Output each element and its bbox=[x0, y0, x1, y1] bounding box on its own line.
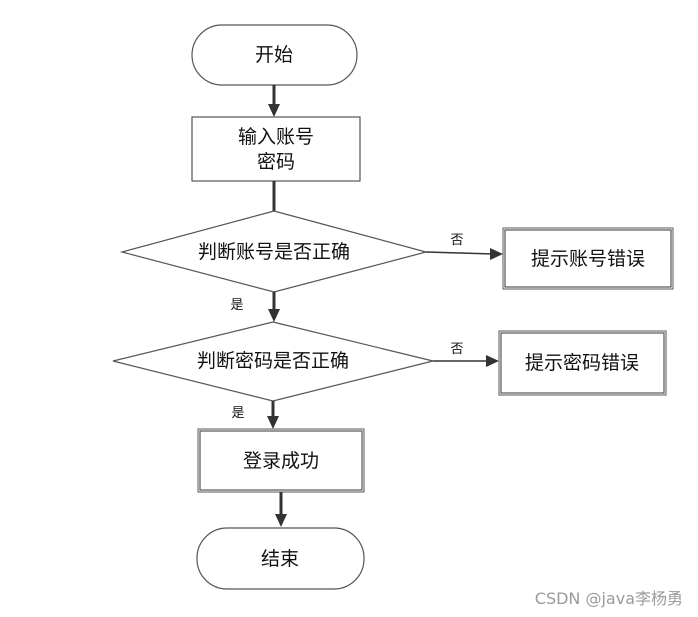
arrow-success-to-end bbox=[275, 492, 287, 527]
start-label: 开始 bbox=[255, 44, 293, 66]
account-error-label: 提示账号错误 bbox=[531, 248, 645, 270]
account-error-node: 提示账号错误 bbox=[502, 227, 674, 290]
edge-yes-label-2: 是 bbox=[231, 406, 244, 421]
start-node: 开始 bbox=[191, 24, 358, 86]
end-node: 结束 bbox=[196, 527, 365, 590]
input-node: 输入账号 密码 bbox=[191, 116, 361, 182]
arrow-yes-to-check-password: 是 bbox=[230, 292, 280, 322]
edge-no-label-1: 否 bbox=[450, 233, 463, 248]
check-password-decision: 判断密码是否正确 bbox=[112, 321, 434, 402]
edge-no-label-2: 否 bbox=[450, 342, 463, 357]
arrow-no-to-account-error: 否 bbox=[425, 233, 503, 260]
login-success-node: 登录成功 bbox=[197, 428, 365, 493]
input-label-line1: 输入账号 bbox=[238, 126, 314, 148]
watermark-text: CSDN @java李杨勇 bbox=[535, 589, 683, 608]
check-password-label: 判断密码是否正确 bbox=[197, 350, 349, 372]
login-success-label: 登录成功 bbox=[243, 450, 319, 472]
input-label-line2: 密码 bbox=[257, 151, 295, 173]
check-account-label: 判断账号是否正确 bbox=[198, 241, 350, 263]
password-error-node: 提示密码错误 bbox=[498, 330, 667, 396]
password-error-label: 提示密码错误 bbox=[525, 352, 639, 374]
end-label: 结束 bbox=[261, 548, 299, 570]
check-account-decision: 判断账号是否正确 bbox=[119, 210, 429, 293]
arrow-yes-to-login-success: 是 bbox=[231, 401, 279, 429]
arrow-no-to-password-error: 否 bbox=[433, 342, 499, 367]
arrow-start-to-input bbox=[268, 85, 280, 117]
edge-yes-label-1: 是 bbox=[230, 298, 243, 313]
